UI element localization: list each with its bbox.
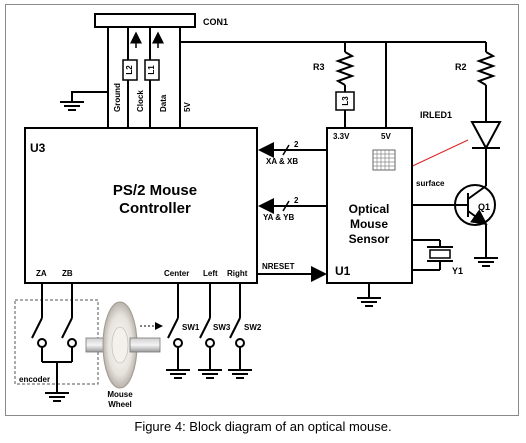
sw2-label: SW2 <box>244 323 262 332</box>
switch-sw2: SW2 <box>228 283 262 379</box>
con1-label: CON1 <box>203 17 228 27</box>
bus-xa-xb-width: 2 <box>294 140 299 149</box>
figure-caption: Figure 4: Block diagram of an optical mo… <box>134 419 392 434</box>
pin-right-label: Right <box>227 269 248 278</box>
image-sensor-grid <box>372 149 396 171</box>
controller-u3: U3 PS/2 Mouse Controller ZA ZB Center Le… <box>24 127 258 284</box>
block-diagram: CON1 L2 L1 Ground Clock Data 5V R3 <box>14 13 502 409</box>
wheel-label-1: Mouse <box>107 390 133 399</box>
inductor-l3: L3 <box>335 91 355 128</box>
inductor-l2 <box>122 59 138 81</box>
inductor-l2-label: L2 <box>125 65 134 75</box>
bus-ya-yb-width: 2 <box>294 196 299 205</box>
switch-sw3: SW3 <box>198 283 231 379</box>
sw1-label: SW1 <box>182 323 200 332</box>
pin-clock-label: Clock <box>136 90 145 112</box>
wheel-label-2: Wheel <box>108 400 132 409</box>
bus-xa-xb-label: XA & XB <box>266 157 298 166</box>
figure-frame <box>5 4 519 416</box>
irled1: IRLED1 <box>403 110 502 176</box>
sensor-u1: 3.3V 5V surface Optical Mouse Sensor U1 <box>326 127 445 284</box>
sensor-ground <box>357 283 381 307</box>
resistor-r2: R2 <box>455 51 496 122</box>
surface-label: surface <box>416 179 445 188</box>
y1-label: Y1 <box>452 266 463 276</box>
switch-sw1: SW1 <box>166 283 200 379</box>
sensor-33v-label: 3.3V <box>333 132 350 141</box>
mouse-wheel-illustration: Mouse Wheel <box>85 301 163 409</box>
pin-5v-label: 5V <box>183 102 192 112</box>
pin-za-label: ZA <box>36 269 47 278</box>
sw3-label: SW3 <box>213 323 231 332</box>
controller-title-2: Controller <box>119 200 191 217</box>
crystal-y1: Y1 <box>412 239 463 276</box>
encoder-block: encoder <box>14 283 99 402</box>
sensor-title-2: Mouse <box>350 217 388 231</box>
u3-ref: U3 <box>30 141 46 155</box>
sensor-title-3: Sensor <box>349 232 390 246</box>
light-ray <box>403 139 469 171</box>
pin-data-label: Data <box>159 94 168 112</box>
transistor-q1: Q1 <box>412 176 498 267</box>
bus-ya-yb-label: YA & YB <box>263 213 294 222</box>
bus-nreset: NRESET <box>257 262 327 282</box>
r3-label: R3 <box>313 62 325 72</box>
irled1-label: IRLED1 <box>420 110 452 120</box>
bus-xa-xb: 2 XA & XB <box>258 140 327 166</box>
inductor-l1 <box>144 59 160 81</box>
pin-ground-label: Ground <box>113 83 122 112</box>
l3-label: L3 <box>341 96 350 106</box>
sensor-5v-label: 5V <box>381 132 391 141</box>
r2-label: R2 <box>455 62 467 72</box>
5v-rail <box>180 41 487 128</box>
u1-ref: U1 <box>335 264 351 278</box>
encoder-label: encoder <box>19 375 50 384</box>
q1-label: Q1 <box>478 202 490 212</box>
pin-zb-label: ZB <box>62 269 73 278</box>
bus-ya-yb: 2 YA & YB <box>258 196 327 222</box>
sensor-title-1: Optical <box>349 202 390 216</box>
connector-con1: CON1 L2 L1 Ground Clock Data 5V <box>60 13 228 128</box>
resistor-r3: R3 <box>313 51 355 92</box>
pin-center-label: Center <box>164 269 189 278</box>
bus-nreset-label: NRESET <box>262 262 295 271</box>
pin-left-label: Left <box>203 269 218 278</box>
controller-title-1: PS/2 Mouse <box>113 182 197 199</box>
inductor-l1-label: L1 <box>147 65 156 75</box>
